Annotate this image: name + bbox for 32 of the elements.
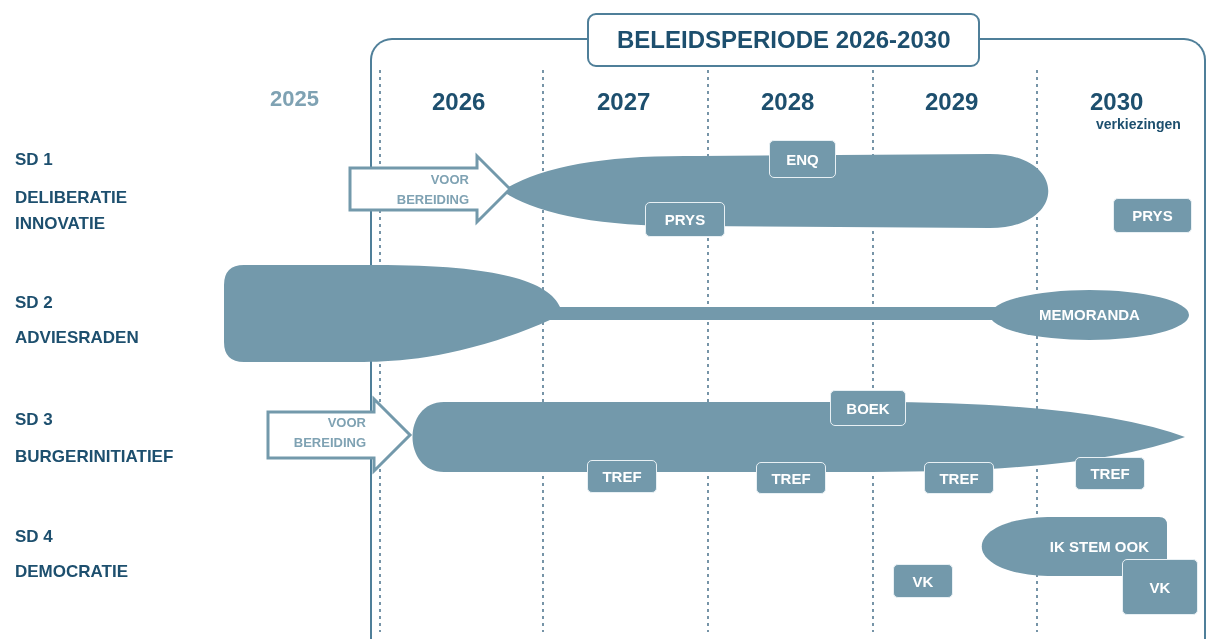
event-tag: VK bbox=[1122, 559, 1198, 615]
year-label: 2025 bbox=[270, 86, 319, 112]
row-label: SD 4 bbox=[15, 527, 53, 547]
event-tag: PRYS bbox=[1113, 198, 1192, 233]
block-arrow bbox=[266, 395, 413, 475]
edge-label: VOOR BEREIDING bbox=[292, 414, 366, 452]
event-tag: TREF bbox=[756, 462, 826, 494]
event-tag: TREF bbox=[1075, 457, 1145, 490]
event-tag: TREF bbox=[587, 460, 657, 493]
year-label: 2027 bbox=[597, 88, 651, 116]
event-tag: VK bbox=[893, 564, 953, 598]
note-label: verkiezingen bbox=[1096, 116, 1181, 132]
row-title: DELIBERATIE INNOVATIE bbox=[15, 187, 129, 235]
row-title: ADVIESRADEN bbox=[15, 328, 139, 348]
shape-label: IK STEM OOK bbox=[1049, 537, 1149, 555]
event-tag: PRYS bbox=[645, 202, 725, 237]
year-label: 2028 bbox=[761, 88, 815, 116]
row-label: SD 2 bbox=[15, 293, 53, 313]
period-title: BELEIDSPERIODE 2026-2030 bbox=[587, 13, 981, 67]
event-tag: BOEK bbox=[830, 390, 906, 426]
year-label: 2026 bbox=[432, 88, 486, 116]
row-title: DEMOCRATIE bbox=[15, 562, 128, 582]
row-label: SD 3 bbox=[15, 410, 53, 430]
shape-label: MEMORANDA bbox=[1038, 306, 1141, 323]
row-label: SD 1 bbox=[15, 150, 53, 170]
year-label: 2030 bbox=[1090, 88, 1144, 116]
event-tag: ENQ bbox=[769, 140, 836, 178]
event-tag: TREF bbox=[924, 462, 994, 494]
year-label: 2029 bbox=[925, 88, 979, 116]
edge-label: VOOR BEREIDING bbox=[395, 171, 469, 209]
row-title: BURGERINITIATIEF bbox=[15, 447, 174, 467]
block-arrow bbox=[348, 152, 513, 226]
